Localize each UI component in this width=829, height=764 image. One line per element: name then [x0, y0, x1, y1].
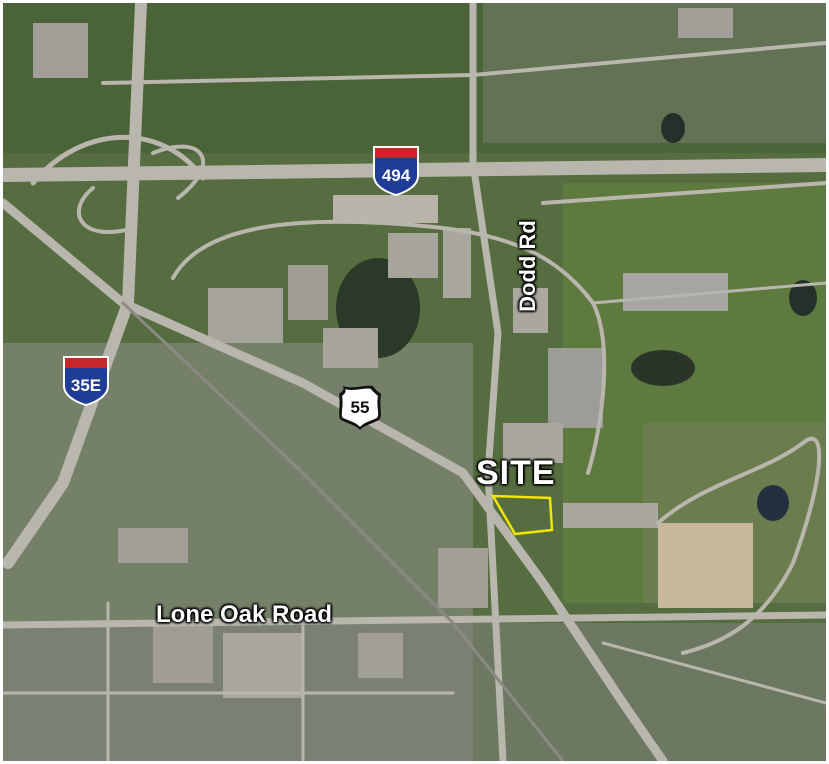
us55-shield: 55	[339, 385, 381, 430]
road-interchange-loop-west	[30, 134, 206, 186]
building-dodd-east	[513, 288, 548, 333]
building-south-1	[153, 623, 213, 683]
building-south-2	[223, 633, 303, 698]
building-site-north	[503, 423, 563, 463]
building-dodd-west	[443, 228, 471, 298]
road-interchange-loop-e	[151, 144, 206, 200]
building-southwest	[118, 528, 188, 563]
pond-southeast	[757, 485, 789, 521]
building-northwest	[33, 23, 88, 78]
building-northeast-corner	[678, 8, 733, 38]
pond-north	[661, 113, 685, 143]
i494-shield-text: 494	[382, 166, 411, 185]
us55-shield-text: 55	[351, 398, 370, 417]
lone-oak-road-label: Lone Oak Road	[156, 601, 333, 628]
road-park-loop	[171, 219, 607, 475]
construction-lot	[658, 523, 753, 608]
road-lone-oak	[3, 611, 826, 629]
road-east-connector	[541, 181, 826, 205]
pond-northeast	[789, 280, 817, 316]
building-lot-south	[438, 548, 488, 608]
pond-east	[631, 350, 695, 386]
site-outline	[490, 494, 554, 536]
road-south-grid-4	[601, 641, 826, 705]
road-southeast-loop	[656, 436, 822, 655]
map-imagery: 494 35E 55	[3, 3, 826, 761]
building-south	[323, 328, 378, 368]
i35e-shield-text: 35E	[71, 376, 101, 395]
building-north	[333, 195, 438, 223]
aerial-map: 494 35E 55 Lone Oak Road Dodd Rd SITE	[3, 3, 826, 761]
road-east-spur	[591, 281, 826, 305]
building-site-east	[563, 503, 658, 528]
i35e-shield: 35E	[63, 356, 109, 406]
parking-lot-dodd	[548, 348, 603, 428]
residential-north	[483, 3, 826, 143]
i494-shield: 494	[373, 146, 419, 196]
building-central	[288, 265, 328, 320]
building-west	[208, 288, 283, 343]
road-north	[101, 41, 826, 85]
site-label: SITE	[476, 454, 556, 492]
road-dodd-rd	[469, 3, 507, 761]
dodd-rd-label: Dodd Rd	[515, 220, 540, 312]
building-northeast	[388, 233, 438, 278]
road-interchange-loop-sw	[76, 186, 135, 234]
railroad	[121, 301, 565, 761]
building-south-3	[358, 633, 403, 678]
